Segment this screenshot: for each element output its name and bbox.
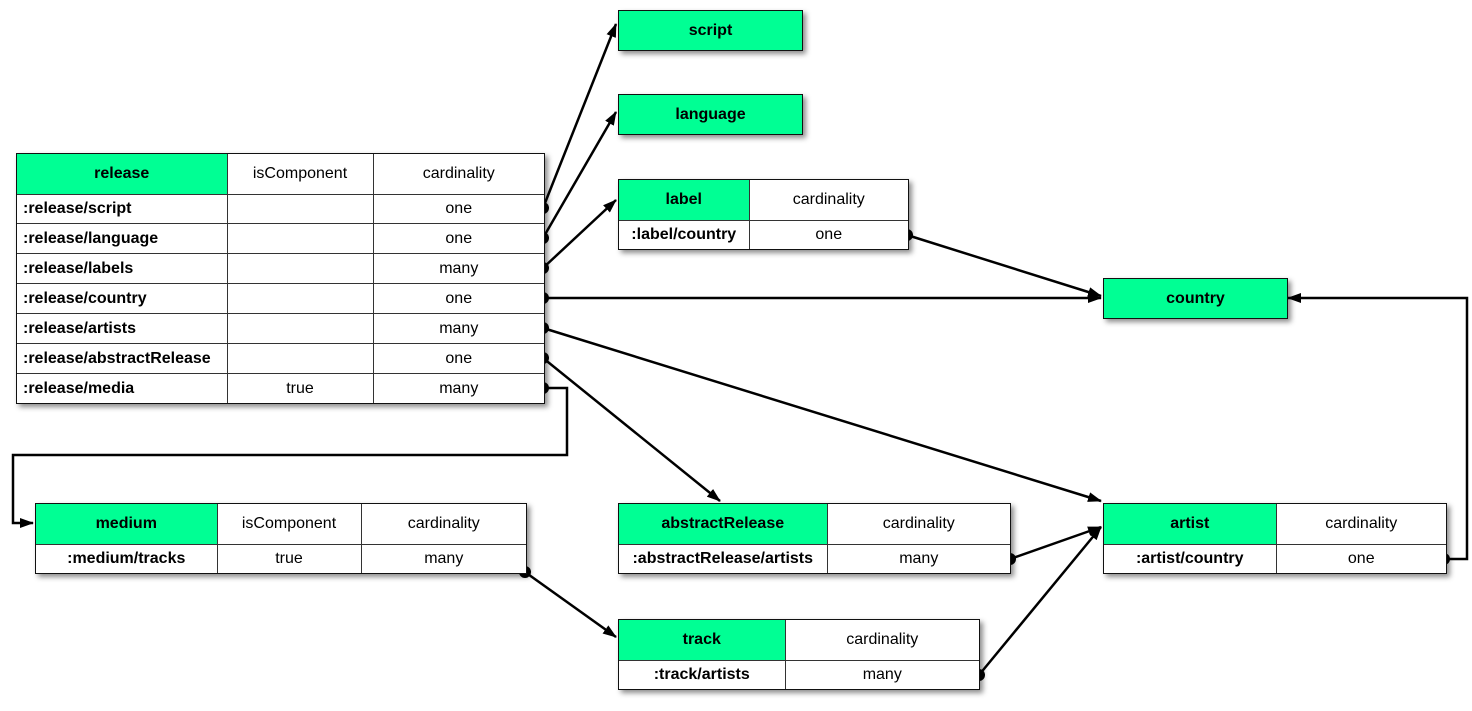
column-header-cardinality: cardinality: [748, 180, 908, 221]
column-header-cardinality: cardinality: [826, 504, 1010, 545]
column-header-cardinality: cardinality: [1275, 504, 1446, 545]
table-row: :release/country one: [17, 283, 544, 315]
table-row: :release/script one: [17, 193, 544, 225]
edge-release-artists: [542, 326, 1102, 503]
isComponent-value: [226, 343, 374, 375]
table-row: :release/artists many: [17, 313, 544, 345]
attribute-name: :release/abstractRelease: [17, 343, 228, 375]
attribute-name: :label/country: [619, 219, 750, 249]
table-row: :abstractRelease/artists many: [619, 543, 1010, 573]
attribute-name: :release/country: [17, 283, 228, 315]
language-entity: language: [618, 94, 803, 135]
table-row: :medium/tracks true many: [36, 543, 526, 573]
column-header-isComponent: isComponent: [226, 154, 374, 195]
attribute-name: :release/artists: [17, 313, 228, 345]
cardinality-value: one: [1275, 543, 1446, 573]
cardinality-value: many: [372, 373, 544, 403]
cardinality-value: many: [372, 313, 544, 345]
cardinality-value: one: [372, 343, 544, 375]
edge-release-abstractRelease: [542, 357, 721, 502]
edge-medium-tracks: [524, 570, 617, 639]
label-entity: label cardinality :label/country one: [618, 179, 909, 250]
release-entity-name: release: [17, 154, 228, 195]
track-entity: track cardinality :track/artists many: [618, 619, 980, 690]
artist-entity-name: artist: [1104, 504, 1277, 545]
table-row: :release/media true many: [17, 373, 544, 403]
edge-abstractRelease-artists: [1009, 525, 1102, 561]
attribute-name: :artist/country: [1104, 543, 1277, 573]
attribute-name: :abstractRelease/artists: [619, 543, 828, 573]
column-header-isComponent: isComponent: [216, 504, 362, 545]
cardinality-value: many: [360, 543, 526, 573]
isComponent-value: [226, 193, 374, 225]
artist-entity: artist cardinality :artist/country one: [1103, 503, 1447, 574]
abstractRelease-entity: abstractRelease cardinality :abstractRel…: [618, 503, 1011, 574]
isComponent-value: true: [226, 373, 374, 403]
attribute-name: :medium/tracks: [36, 543, 218, 573]
track-entity-name: track: [619, 620, 786, 661]
isComponent-value: [226, 223, 374, 255]
table-row: :label/country one: [619, 219, 908, 249]
isComponent-value: [226, 253, 374, 285]
attribute-name: :release/media: [17, 373, 228, 403]
attribute-name: :release/language: [17, 223, 228, 255]
column-header-cardinality: cardinality: [360, 504, 526, 545]
edge-release-script: [541, 23, 618, 209]
medium-entity-name: medium: [36, 504, 218, 545]
table-row: :artist/country one: [1104, 543, 1446, 573]
edge-release-language: [541, 111, 618, 239]
column-header-cardinality: cardinality: [784, 620, 979, 661]
cardinality-value: one: [372, 193, 544, 225]
label-entity-name: label: [619, 180, 750, 221]
edge-label-country: [906, 233, 1102, 298]
table-row: :track/artists many: [619, 659, 979, 689]
isComponent-value: true: [216, 543, 362, 573]
cardinality-value: one: [748, 219, 908, 249]
edge-release-labels: [542, 199, 617, 269]
medium-entity: medium isComponent cardinality :medium/t…: [35, 503, 527, 574]
column-header-cardinality: cardinality: [372, 154, 544, 195]
table-row: :release/labels many: [17, 253, 544, 285]
isComponent-value: [226, 283, 374, 315]
cardinality-value: one: [372, 283, 544, 315]
release-entity: release isComponent cardinality :release…: [16, 153, 545, 404]
cardinality-value: many: [826, 543, 1010, 573]
cardinality-value: many: [784, 659, 979, 689]
table-row: :release/abstractRelease one: [17, 343, 544, 375]
table-row: :release/language one: [17, 223, 544, 255]
country-entity: country: [1103, 278, 1288, 319]
cardinality-value: one: [372, 223, 544, 255]
cardinality-value: many: [372, 253, 544, 285]
isComponent-value: [226, 313, 374, 345]
attribute-name: :track/artists: [619, 659, 786, 689]
attribute-name: :release/script: [17, 193, 228, 225]
abstractRelease-entity-name: abstractRelease: [619, 504, 828, 545]
attribute-name: :release/labels: [17, 253, 228, 285]
script-entity: script: [618, 10, 803, 51]
